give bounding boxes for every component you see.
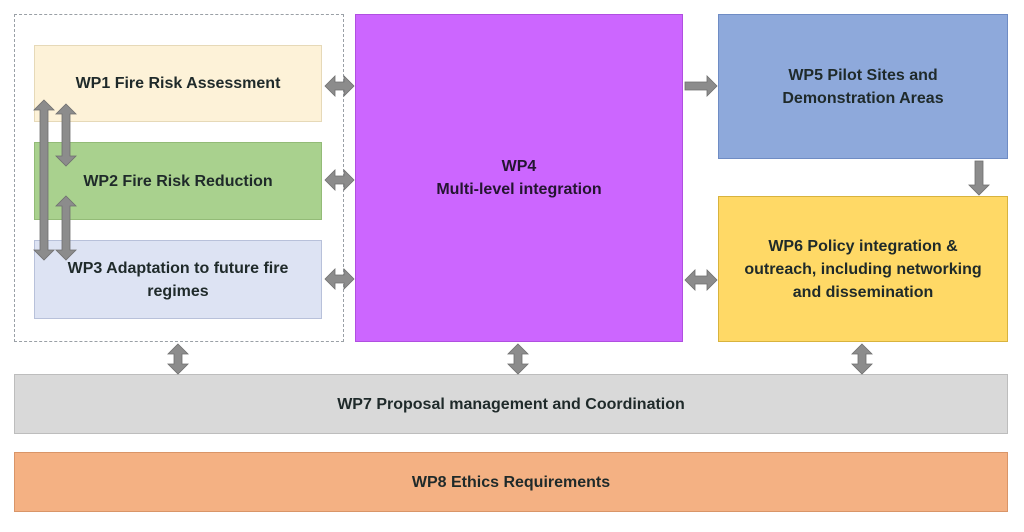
wp1-label: WP1 Fire Risk Assessment — [75, 75, 281, 92]
wp4-box: WP4 Multi-level integration — [355, 14, 683, 342]
wp4-wp6-arrow — [684, 269, 718, 291]
wp5-wp6-arrow — [968, 160, 990, 196]
wp2-wp4-arrow — [324, 169, 355, 191]
wp5-box: WP5 Pilot Sites and Demonstration Areas — [718, 14, 1008, 159]
wp7-label: WP7 Proposal management and Coordination — [337, 395, 685, 413]
wp8-label: WP8 Ethics Requirements — [411, 473, 611, 491]
wp1-wp2-arrow — [55, 103, 77, 167]
wp1-wp4-arrow — [324, 75, 355, 97]
wp4-wp7-arrow — [507, 343, 529, 375]
wp3-label: WP3 Adaptation to future fire regimes — [67, 259, 289, 300]
wp2-box: WP2 Fire Risk Reduction — [34, 142, 322, 220]
wp6-box: WP6 Policy integration & outreach, inclu… — [718, 196, 1008, 342]
wp3-box: WP3 Adaptation to future fire regimes — [34, 240, 322, 319]
wp4-label: WP4 Multi-level integration — [436, 158, 602, 198]
wp6-label: WP6 Policy integration & outreach, inclu… — [744, 237, 982, 301]
wp7-box: WP7 Proposal management and Coordination — [14, 374, 1008, 434]
wp5-label: WP5 Pilot Sites and Demonstration Areas — [782, 66, 944, 107]
group-wp7-arrow — [167, 343, 189, 375]
wp2-wp3-arrow — [55, 195, 77, 261]
wp3-wp4-arrow — [324, 268, 355, 290]
wp1-box: WP1 Fire Risk Assessment — [34, 45, 322, 122]
wp4-wp5-arrow — [684, 75, 718, 97]
wp6-wp7-arrow — [851, 343, 873, 375]
wp8-box: WP8 Ethics Requirements — [14, 452, 1008, 512]
wp2-label: WP2 Fire Risk Reduction — [83, 172, 273, 190]
wp1-wp3-long-arrow — [33, 99, 55, 261]
